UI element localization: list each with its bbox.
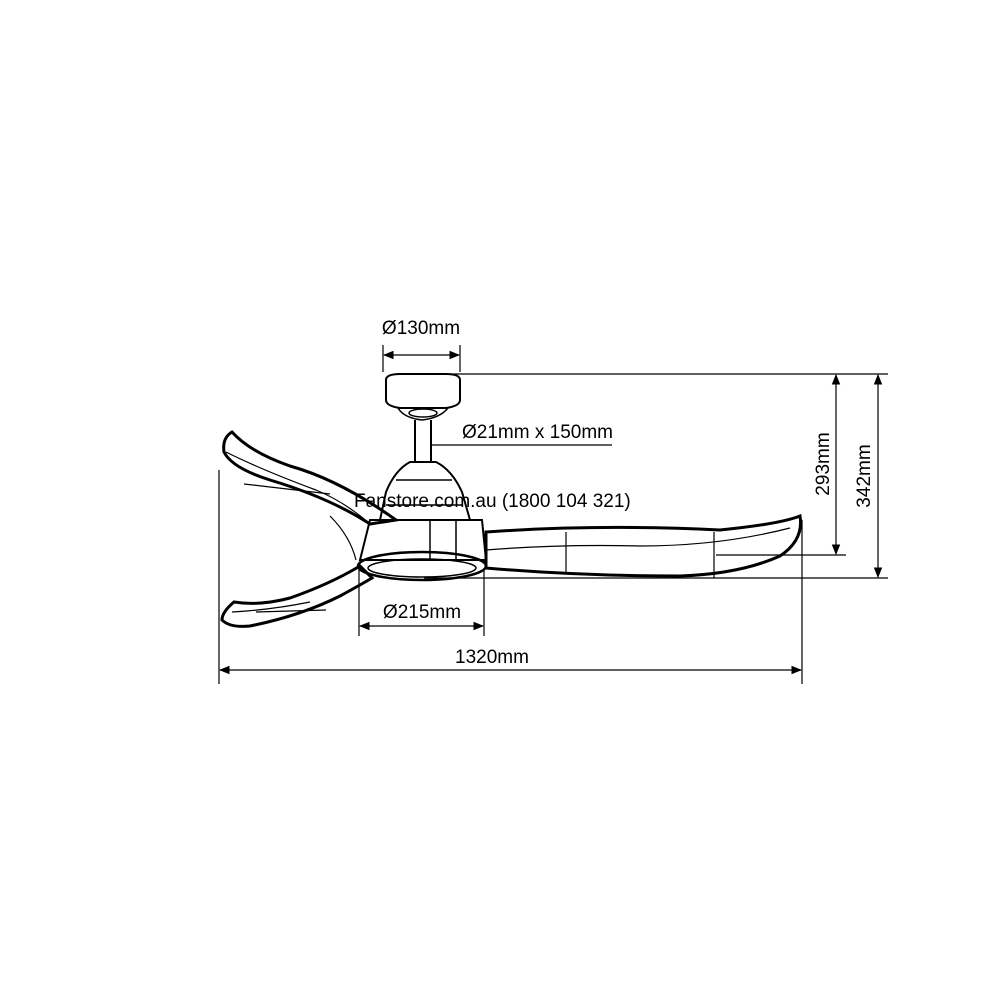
fan-illustration — [220, 373, 803, 628]
blade-right — [484, 513, 803, 578]
light-kit — [356, 550, 488, 582]
overall-height-label: 342mm — [854, 444, 875, 507]
downrod — [414, 420, 432, 462]
canopy — [385, 373, 461, 421]
fan-body — [358, 519, 488, 561]
overall-span-label: 1320mm — [455, 647, 529, 668]
blade-left-lower — [220, 564, 375, 628]
light-diameter-label: Ø215mm — [383, 602, 461, 623]
blade-left-upper — [222, 430, 400, 526]
dimension-lines — [218, 345, 888, 684]
canopy-diameter-label: Ø130mm — [382, 318, 460, 339]
watermark-text: Fanstore.com.au (1800 104 321) — [354, 491, 631, 512]
height-to-blade-label: 293mm — [813, 432, 834, 495]
downrod-label: Ø21mm x 150mm — [462, 422, 613, 443]
